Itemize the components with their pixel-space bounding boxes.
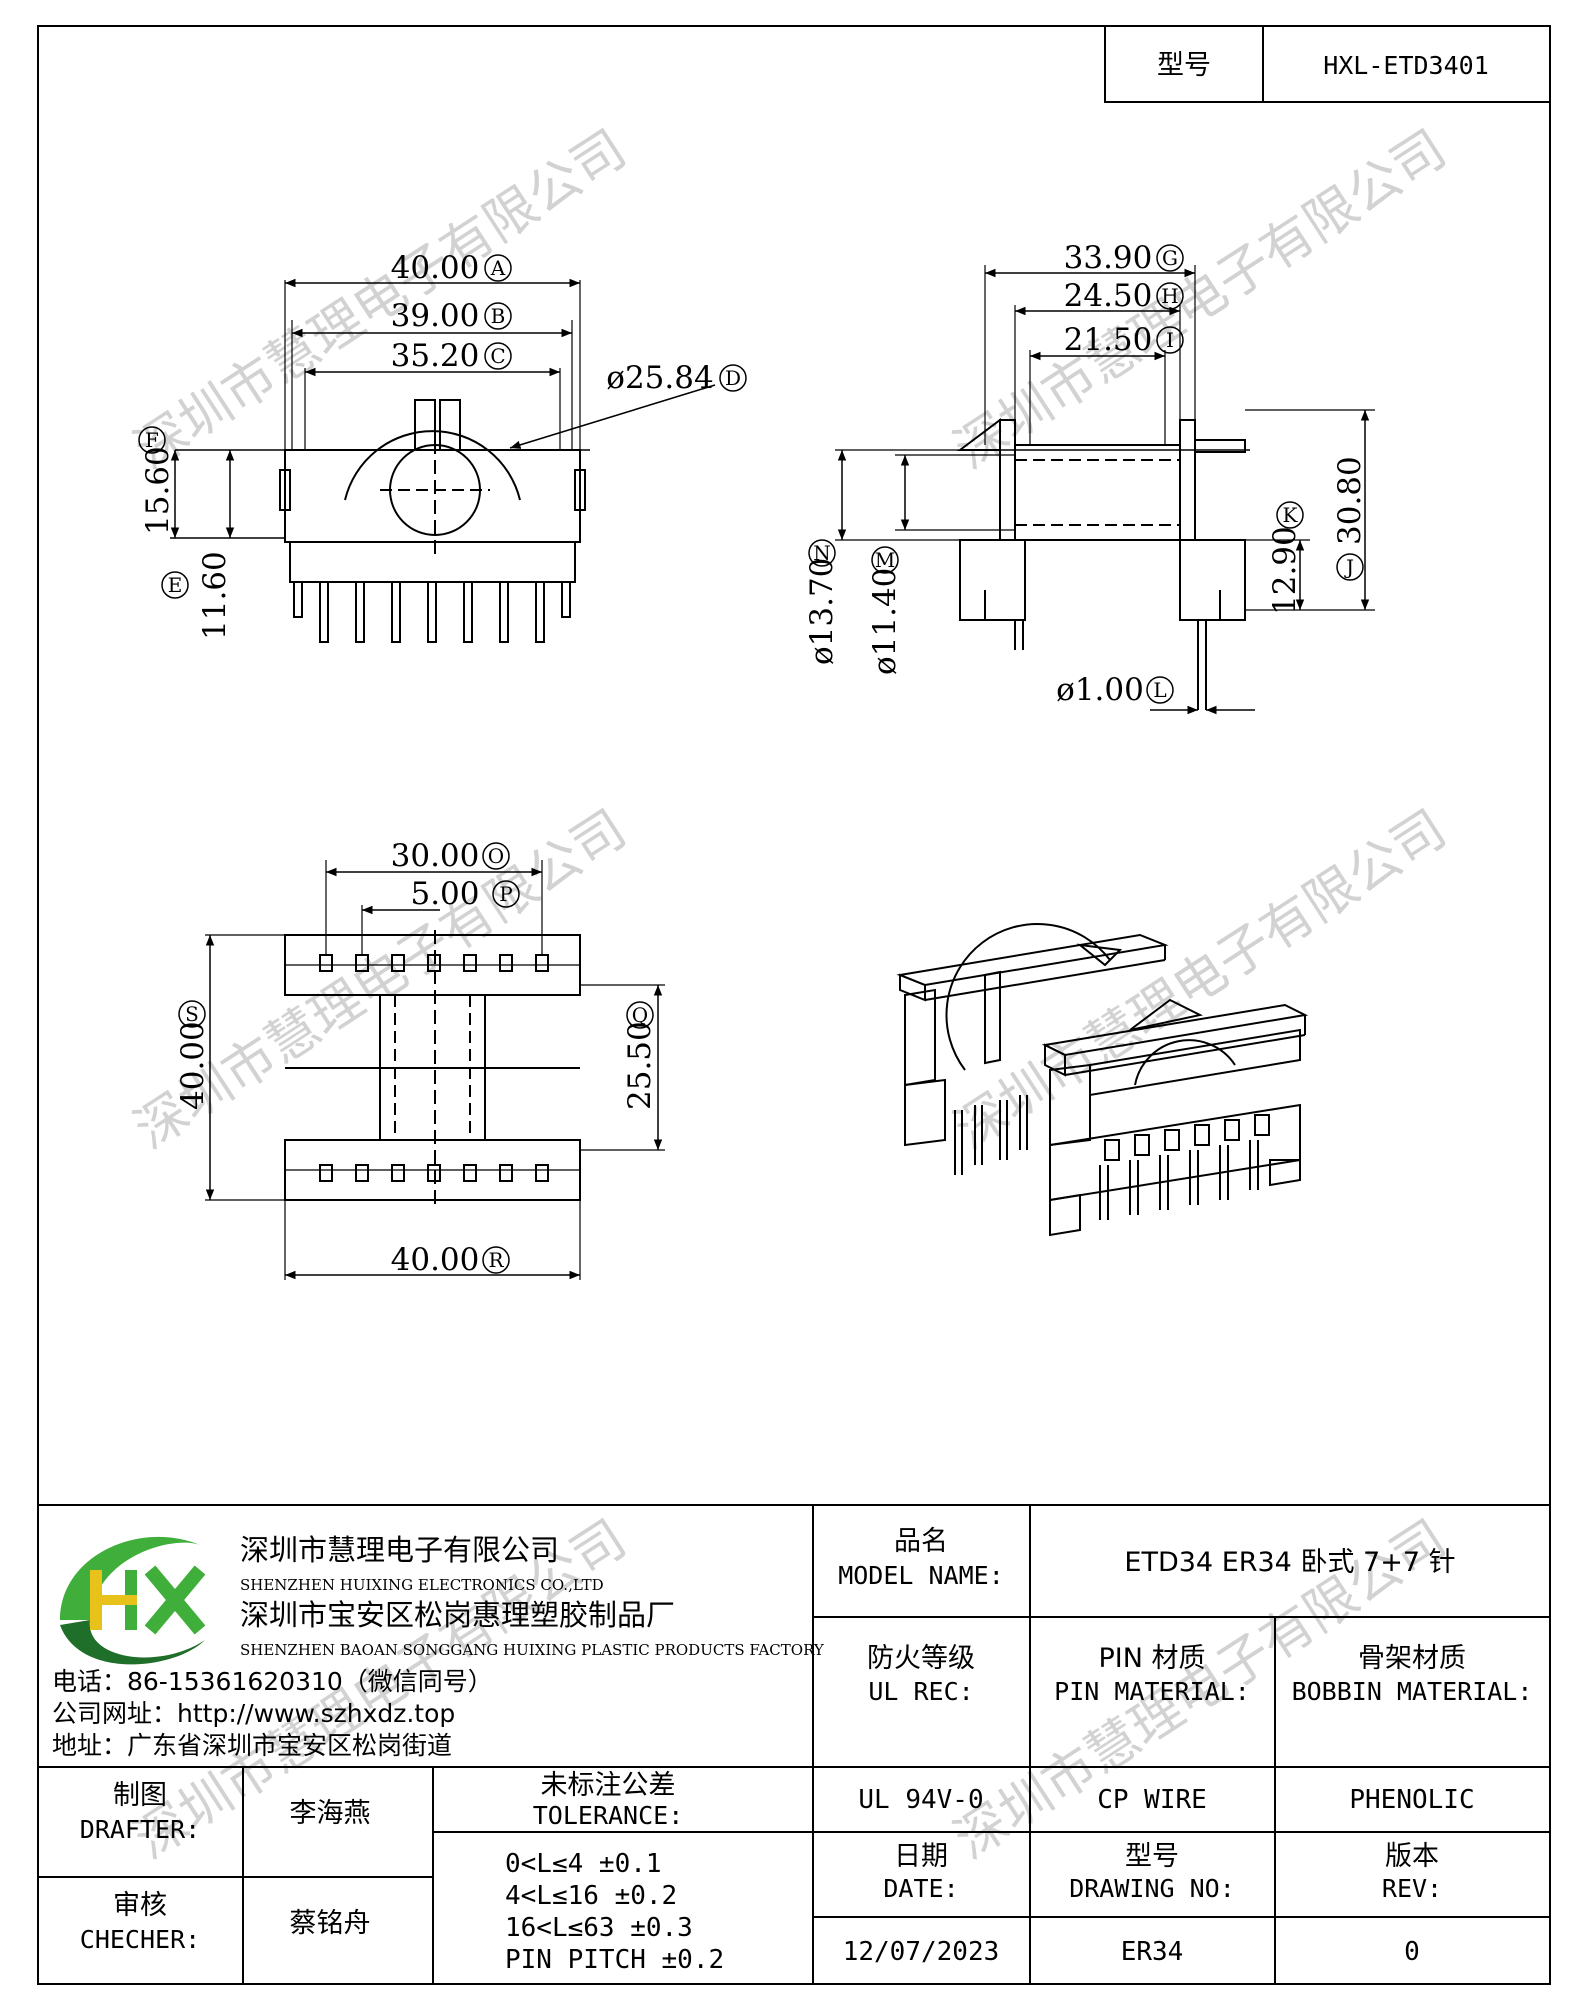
- checker-cn: 审核: [113, 1890, 167, 1921]
- ul-rec-en: UL REC:: [868, 1677, 973, 1706]
- drafter-value: 李海燕: [290, 1798, 371, 1829]
- company-name-cn: 深圳市慧理电子有限公司: [240, 1533, 559, 1567]
- front-view: [170, 278, 716, 643]
- watermark-4: 深圳市慧理电子有限公司: [944, 799, 1456, 1161]
- tolerance-line-2: 4<L≤16 ±0.2: [505, 1881, 677, 1911]
- side-view-labels: 33.90 G 24.50 H 21.50 I N ø13.70 M ø11.4…: [804, 240, 1368, 708]
- dim-E: 11.60: [197, 551, 233, 640]
- dim-B: 39.00: [391, 298, 480, 334]
- drafter-cn: 制图: [113, 1780, 167, 1811]
- tolerance-line-3: 16<L≤63 ±0.3: [505, 1913, 693, 1943]
- date-en: DATE:: [883, 1874, 958, 1903]
- dim-C: 35.20: [391, 338, 480, 374]
- sheet-border: [37, 25, 1551, 1985]
- company-phone: 电话：86-15361620310（微信同号）: [52, 1667, 493, 1696]
- dim-J: 30.80: [1332, 456, 1368, 545]
- mark-I: I: [1166, 328, 1174, 352]
- mark-Q: Q: [632, 1003, 648, 1027]
- mark-F: F: [145, 428, 159, 452]
- tolerance-en: TOLERANCE:: [533, 1801, 684, 1830]
- model-name-cn: 品名: [894, 1526, 948, 1557]
- mark-R: R: [488, 1248, 504, 1272]
- mark-S: S: [185, 1002, 199, 1026]
- ul-rec-value: UL 94V-0: [858, 1785, 983, 1815]
- mark-B: B: [491, 304, 506, 328]
- checker-en: CHECHER:: [80, 1925, 200, 1954]
- mark-K: K: [1283, 503, 1299, 527]
- company-address: 地址：广东省深圳市宝安区松岗街道: [52, 1731, 452, 1760]
- dim-K: 12.90: [1267, 526, 1303, 615]
- drafter-en: DRAFTER:: [80, 1815, 200, 1844]
- dim-R: 40.00: [391, 1242, 480, 1278]
- pin-material-en: PIN MATERIAL:: [1054, 1677, 1250, 1706]
- watermark-2: 深圳市慧理电子有限公司: [944, 119, 1456, 481]
- mark-P: P: [499, 882, 512, 906]
- mark-J: J: [1344, 555, 1354, 579]
- factory-name-cn: 深圳市宝安区松岗惠理塑胶制品厂: [240, 1598, 675, 1632]
- dim-D: ø25.84: [606, 360, 713, 396]
- dim-L: ø1.00: [1056, 672, 1144, 708]
- dim-H: 24.50: [1064, 278, 1153, 314]
- mark-A: A: [490, 256, 506, 280]
- checker-value: 蔡铭舟: [290, 1908, 371, 1939]
- dim-A: 40.00: [391, 250, 480, 286]
- dim-N: ø13.70: [804, 558, 840, 665]
- date-cn: 日期: [894, 1841, 948, 1872]
- bobbin-material-en: BOBBIN MATERIAL:: [1292, 1677, 1533, 1706]
- mark-H: H: [1161, 284, 1178, 308]
- tolerance-line-4: PIN PITCH ±0.2: [505, 1945, 724, 1975]
- side-view: [835, 265, 1375, 715]
- dim-F: 15.60: [140, 446, 176, 535]
- dim-P: 5.00: [410, 876, 479, 912]
- rev-en: REV:: [1382, 1874, 1442, 1903]
- front-view-labels: 40.00 A 39.00 B 35.20 C ø25.84 D F 15.60…: [138, 250, 747, 640]
- drawing-no-value: ER34: [1121, 1937, 1184, 1967]
- pin-material-cn: PIN 材质: [1098, 1643, 1205, 1674]
- date-value: 12/07/2023: [843, 1937, 1000, 1967]
- dim-G: 33.90: [1064, 240, 1153, 276]
- mark-G: G: [1162, 246, 1178, 270]
- header-box: 型号 HXL-ETD3401: [1104, 25, 1551, 103]
- pin-material-value: CP WIRE: [1097, 1785, 1207, 1815]
- dim-Q: 25.50: [622, 1021, 658, 1110]
- mark-E: E: [168, 573, 183, 597]
- mark-D: D: [725, 366, 741, 390]
- header-label: 型号: [1157, 50, 1211, 81]
- bobbin-material-value: PHENOLIC: [1349, 1785, 1474, 1815]
- header-value: HXL-ETD3401: [1323, 51, 1489, 80]
- bobbin-material-cn: 骨架材质: [1358, 1643, 1466, 1674]
- tolerance-cn: 未标注公差: [541, 1770, 676, 1801]
- mark-C: C: [490, 344, 505, 368]
- dim-I: 21.50: [1064, 322, 1153, 358]
- drawing-no-en: DRAWING NO:: [1069, 1874, 1235, 1903]
- tolerance-line-1: 0<L≤4 ±0.1: [505, 1849, 662, 1879]
- dim-S: 40.00: [175, 1021, 211, 1110]
- top-view-labels: 30.00 O 5.00 P S 40.00 Q 25.50 40.00 R: [175, 838, 658, 1278]
- model-name-value: ETD34 ER34 卧式 7+7 针: [1124, 1547, 1455, 1578]
- front-pins: [293, 581, 571, 643]
- title-block-text: 品名 MODEL NAME: ETD34 ER34 卧式 7+7 针 防火等级 …: [80, 1526, 1533, 1975]
- mark-N: N: [813, 541, 831, 565]
- dim-O: 30.00: [391, 838, 480, 874]
- model-name-en: MODEL NAME:: [838, 1561, 1004, 1590]
- mark-O: O: [488, 844, 504, 868]
- dim-M: ø11.40: [867, 568, 903, 675]
- factory-name-en: SHENZHEN BAOAN SONGGANG HUIXING PLASTIC …: [240, 1641, 825, 1659]
- company-logo: [60, 1536, 206, 1665]
- top-view: [205, 860, 665, 1280]
- ul-rec-cn: 防火等级: [867, 1643, 975, 1674]
- rev-cn: 版本: [1385, 1841, 1439, 1872]
- drawing-no-cn: 型号: [1125, 1841, 1179, 1872]
- mark-L: L: [1153, 678, 1166, 702]
- company-name-en: SHENZHEN HUIXING ELECTRONICS CO.,LTD: [240, 1576, 604, 1594]
- company-website: 公司网址：http://www.szhxdz.top: [52, 1699, 455, 1728]
- isometric-view: [896, 923, 1309, 1237]
- title-block: [38, 1504, 1550, 1984]
- rev-value: 0: [1404, 1937, 1420, 1967]
- mark-M: M: [875, 548, 895, 572]
- company-info: 深圳市慧理电子有限公司 SHENZHEN HUIXING ELECTRONICS…: [52, 1533, 825, 1760]
